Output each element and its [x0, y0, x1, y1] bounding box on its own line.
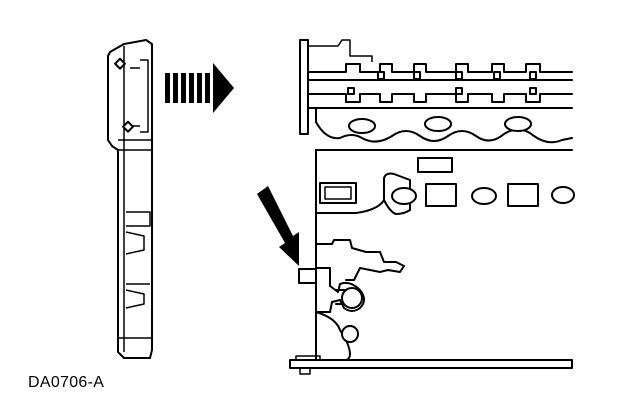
dashed-arrow [165, 63, 234, 113]
cylinder-head-assembly [289, 39, 575, 375]
figure-id-label: DA0706-A [28, 374, 105, 391]
cover-plate [107, 39, 153, 359]
pointer-arrow [257, 186, 299, 266]
